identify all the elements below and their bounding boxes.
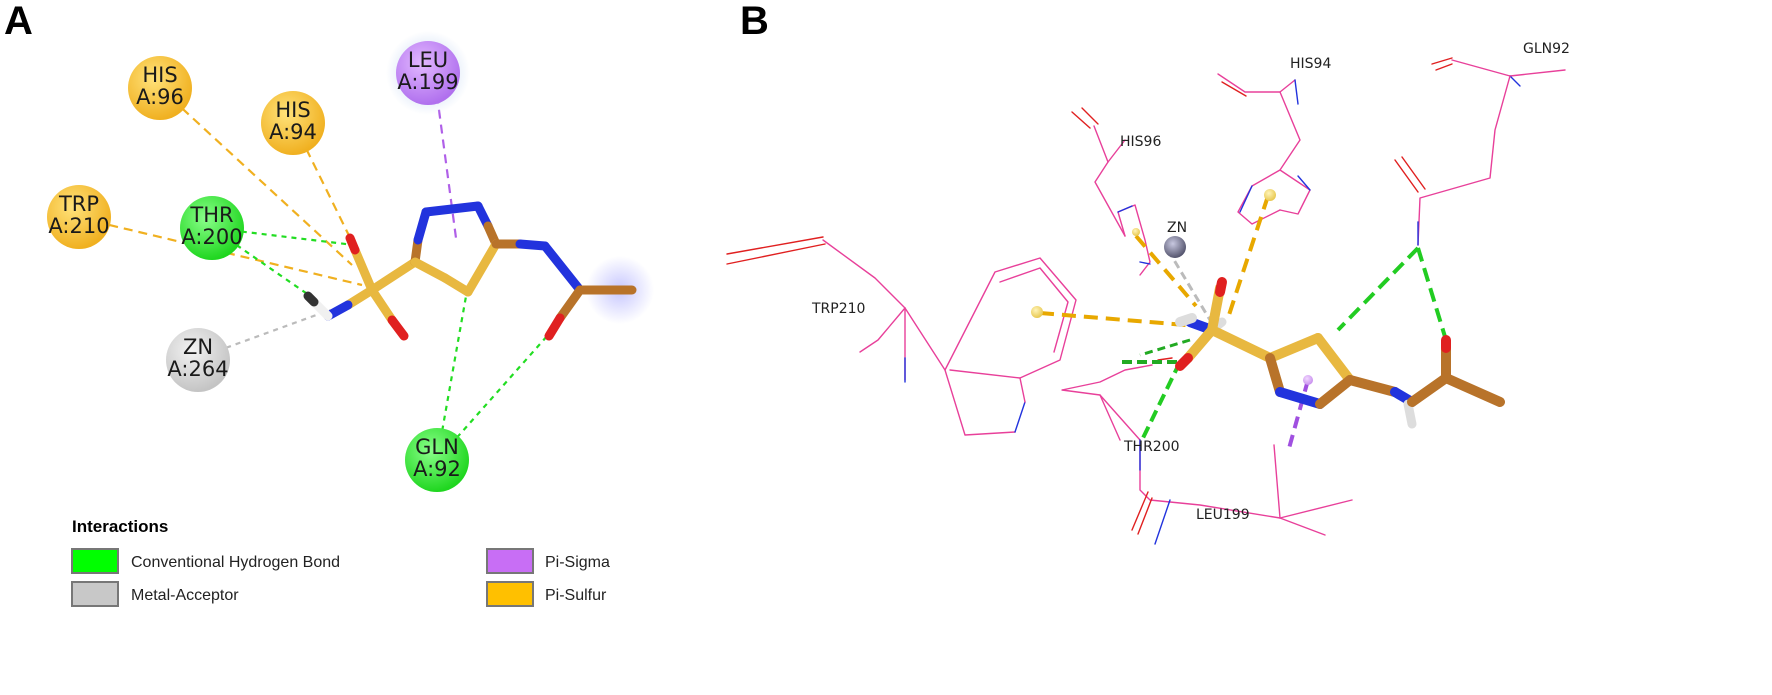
residue-trp210-name: TRP bbox=[58, 192, 99, 216]
residue-gln92-name: GLN bbox=[415, 435, 459, 459]
residue-his94[interactable]: HIS A:94 bbox=[261, 91, 325, 155]
ring-n1 bbox=[413, 207, 431, 245]
pi-sulfur-trp210-line-b bbox=[1039, 311, 1199, 328]
label-trp210: TRP210 bbox=[811, 301, 865, 317]
panel-a-ligand bbox=[303, 201, 654, 341]
label-zn: ZN bbox=[1167, 220, 1187, 236]
residue-trp210-chain: A:210 bbox=[48, 214, 109, 238]
pi-sulfur-his96-line-b bbox=[1134, 234, 1198, 308]
ring-s bbox=[410, 257, 450, 283]
residue-leu199-name: LEU bbox=[408, 48, 448, 72]
his96-ring-centroid bbox=[1132, 228, 1140, 236]
legend-label-pi-sulfur: Pi-Sulfur bbox=[545, 587, 607, 604]
residue-trp210[interactable]: TRP A:210 bbox=[47, 185, 111, 249]
residue-leu199[interactable]: LEU A:199 bbox=[386, 31, 470, 115]
residue-gln92-circle bbox=[405, 428, 469, 492]
residue-thr200[interactable]: THR A:200 bbox=[180, 196, 244, 260]
interactions-legend: Interactions Conventional Hydrogen Bond … bbox=[71, 517, 610, 607]
residue-his94-name: HIS bbox=[275, 98, 310, 122]
panel-b-interactions bbox=[1039, 195, 1448, 453]
his94-ring-centroid bbox=[1264, 189, 1276, 201]
residue-leu199-circle bbox=[396, 41, 460, 105]
bond-s-c bbox=[367, 257, 420, 295]
pi-sigma-leu199-line bbox=[433, 79, 458, 239]
zinc-ion-sphere bbox=[1164, 236, 1186, 258]
legend-swatch-pi-sigma bbox=[486, 548, 534, 574]
bond-s-o2 bbox=[367, 285, 397, 325]
residue-his96[interactable]: HIS A:96 bbox=[128, 56, 192, 120]
bond-c-o bbox=[555, 285, 585, 323]
gln92-residue-lines bbox=[1394, 57, 1566, 246]
residue-his96-chain: A:96 bbox=[136, 85, 184, 109]
trp210-ring-centroid bbox=[1031, 306, 1043, 318]
residue-zn264[interactable]: ZN A:264 bbox=[166, 328, 230, 392]
label-his96: HIS96 bbox=[1120, 134, 1161, 150]
panel-a-letter: A bbox=[4, 0, 33, 43]
legend-swatch-metal-acceptor bbox=[71, 581, 119, 607]
residue-zn264-name: ZN bbox=[183, 335, 213, 359]
residue-zn264-circle bbox=[166, 328, 230, 392]
residue-gln92-chain: A:92 bbox=[413, 457, 461, 481]
label-leu199: LEU199 bbox=[1196, 507, 1250, 523]
legend-label-metal-acceptor: Metal-Acceptor bbox=[131, 587, 239, 604]
label-thr200: THR200 bbox=[1123, 439, 1180, 455]
trp210-residue-lines bbox=[726, 236, 1077, 436]
residue-thr200-chain: A:200 bbox=[181, 225, 242, 249]
pi-sulfur-his94-line-b bbox=[1226, 195, 1270, 319]
label-gln92: GLN92 bbox=[1523, 41, 1570, 57]
legend-item-hbond: Conventional Hydrogen Bond bbox=[71, 548, 340, 574]
pi-sigma-leu199-line-b bbox=[1286, 379, 1310, 453]
hbond-gln92-line-b1 bbox=[1336, 246, 1420, 332]
his96-residue-lines bbox=[1071, 107, 1151, 276]
pi-sulfur-his94-line bbox=[292, 121, 363, 263]
thr200-leu199-lines bbox=[1061, 357, 1353, 545]
residue-his96-circle bbox=[128, 56, 192, 120]
legend-swatch-pi-sulfur bbox=[486, 581, 534, 607]
legend-item-metal-acceptor: Metal-Acceptor bbox=[71, 581, 239, 607]
legend-swatch-hbond bbox=[71, 548, 119, 574]
legend-label-pi-sigma: Pi-Sigma bbox=[545, 554, 610, 571]
residue-gln92[interactable]: GLN A:92 bbox=[405, 428, 469, 492]
pi-sulfur-his96-line bbox=[159, 87, 353, 266]
pi-sulfur-trp210-line bbox=[79, 216, 363, 287]
hbond-gln92-line-b2 bbox=[1416, 247, 1448, 341]
residue-his96-name: HIS bbox=[142, 63, 177, 87]
legend-label-hbond: Conventional Hydrogen Bond bbox=[131, 554, 340, 571]
residue-thr200-circle bbox=[180, 196, 244, 260]
hbond-gln92-o-line bbox=[436, 334, 549, 461]
residue-zn264-chain: A:264 bbox=[167, 357, 228, 381]
hbond-thr200-line-b2 bbox=[1140, 361, 1182, 441]
panel-b-protein-lines bbox=[726, 57, 1566, 545]
ligand-b-s-c bbox=[1207, 325, 1275, 363]
hbond-thr200-line-b3 bbox=[1139, 338, 1191, 357]
his94-residue-lines bbox=[1217, 73, 1311, 225]
residue-trp210-circle bbox=[47, 185, 111, 249]
legend-title: Interactions bbox=[72, 517, 168, 536]
ring-n-n bbox=[421, 201, 483, 217]
legend-item-pi-sigma: Pi-Sigma bbox=[486, 548, 610, 574]
label-his94: HIS94 bbox=[1290, 56, 1331, 72]
residue-thr200-name: THR bbox=[189, 203, 233, 227]
panel-b-letter: B bbox=[740, 0, 769, 43]
bond-s-o1 bbox=[350, 245, 377, 295]
residue-leu199-chain: A:199 bbox=[397, 70, 458, 94]
residue-his94-chain: A:94 bbox=[269, 120, 317, 144]
residue-his94-circle bbox=[261, 91, 325, 155]
ligand-ring-centroid bbox=[1303, 375, 1313, 385]
panel-b-ligand bbox=[1175, 277, 1505, 429]
metal-acceptor-line-b bbox=[1166, 249, 1212, 321]
bond-s-n bbox=[343, 285, 377, 310]
legend-item-pi-sulfur: Pi-Sulfur bbox=[486, 581, 607, 607]
